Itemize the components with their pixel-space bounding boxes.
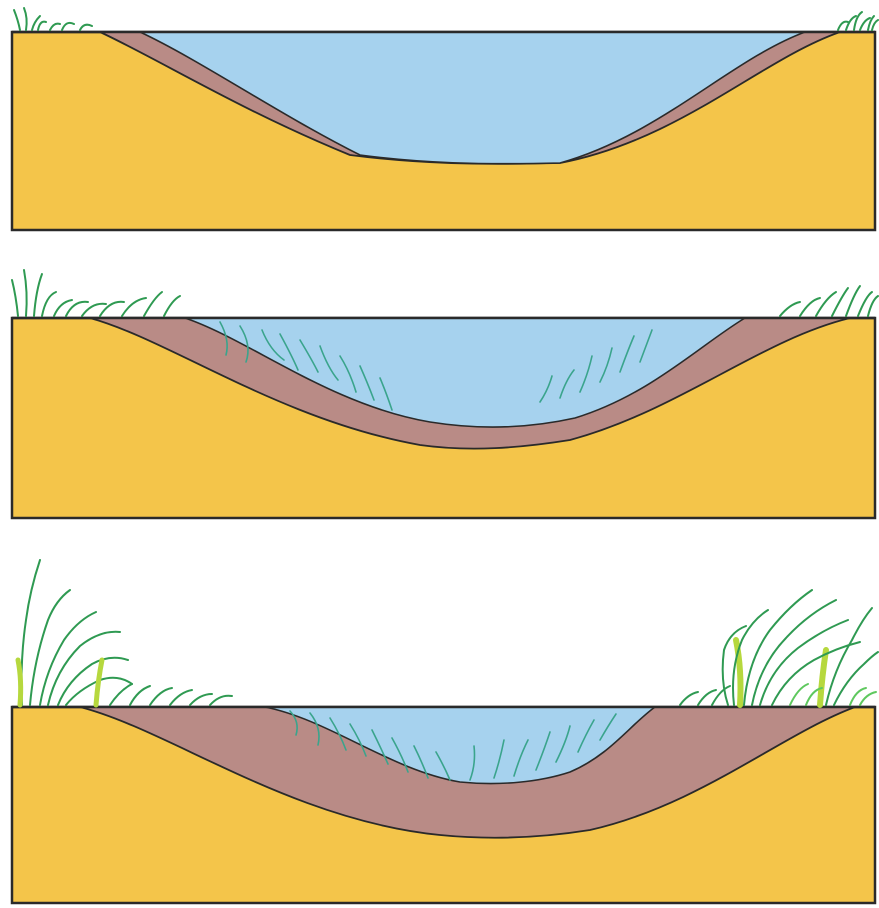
panel-3 [12, 560, 878, 903]
bank-plants-right [780, 286, 878, 316]
bank-plants-right [838, 12, 878, 30]
bank-plants-right [680, 590, 878, 705]
bank-plants-left [12, 270, 180, 316]
panel-2 [12, 270, 878, 518]
panel-1 [12, 8, 878, 230]
bank-plants-left [18, 560, 232, 705]
bank-plants-left [14, 8, 92, 30]
